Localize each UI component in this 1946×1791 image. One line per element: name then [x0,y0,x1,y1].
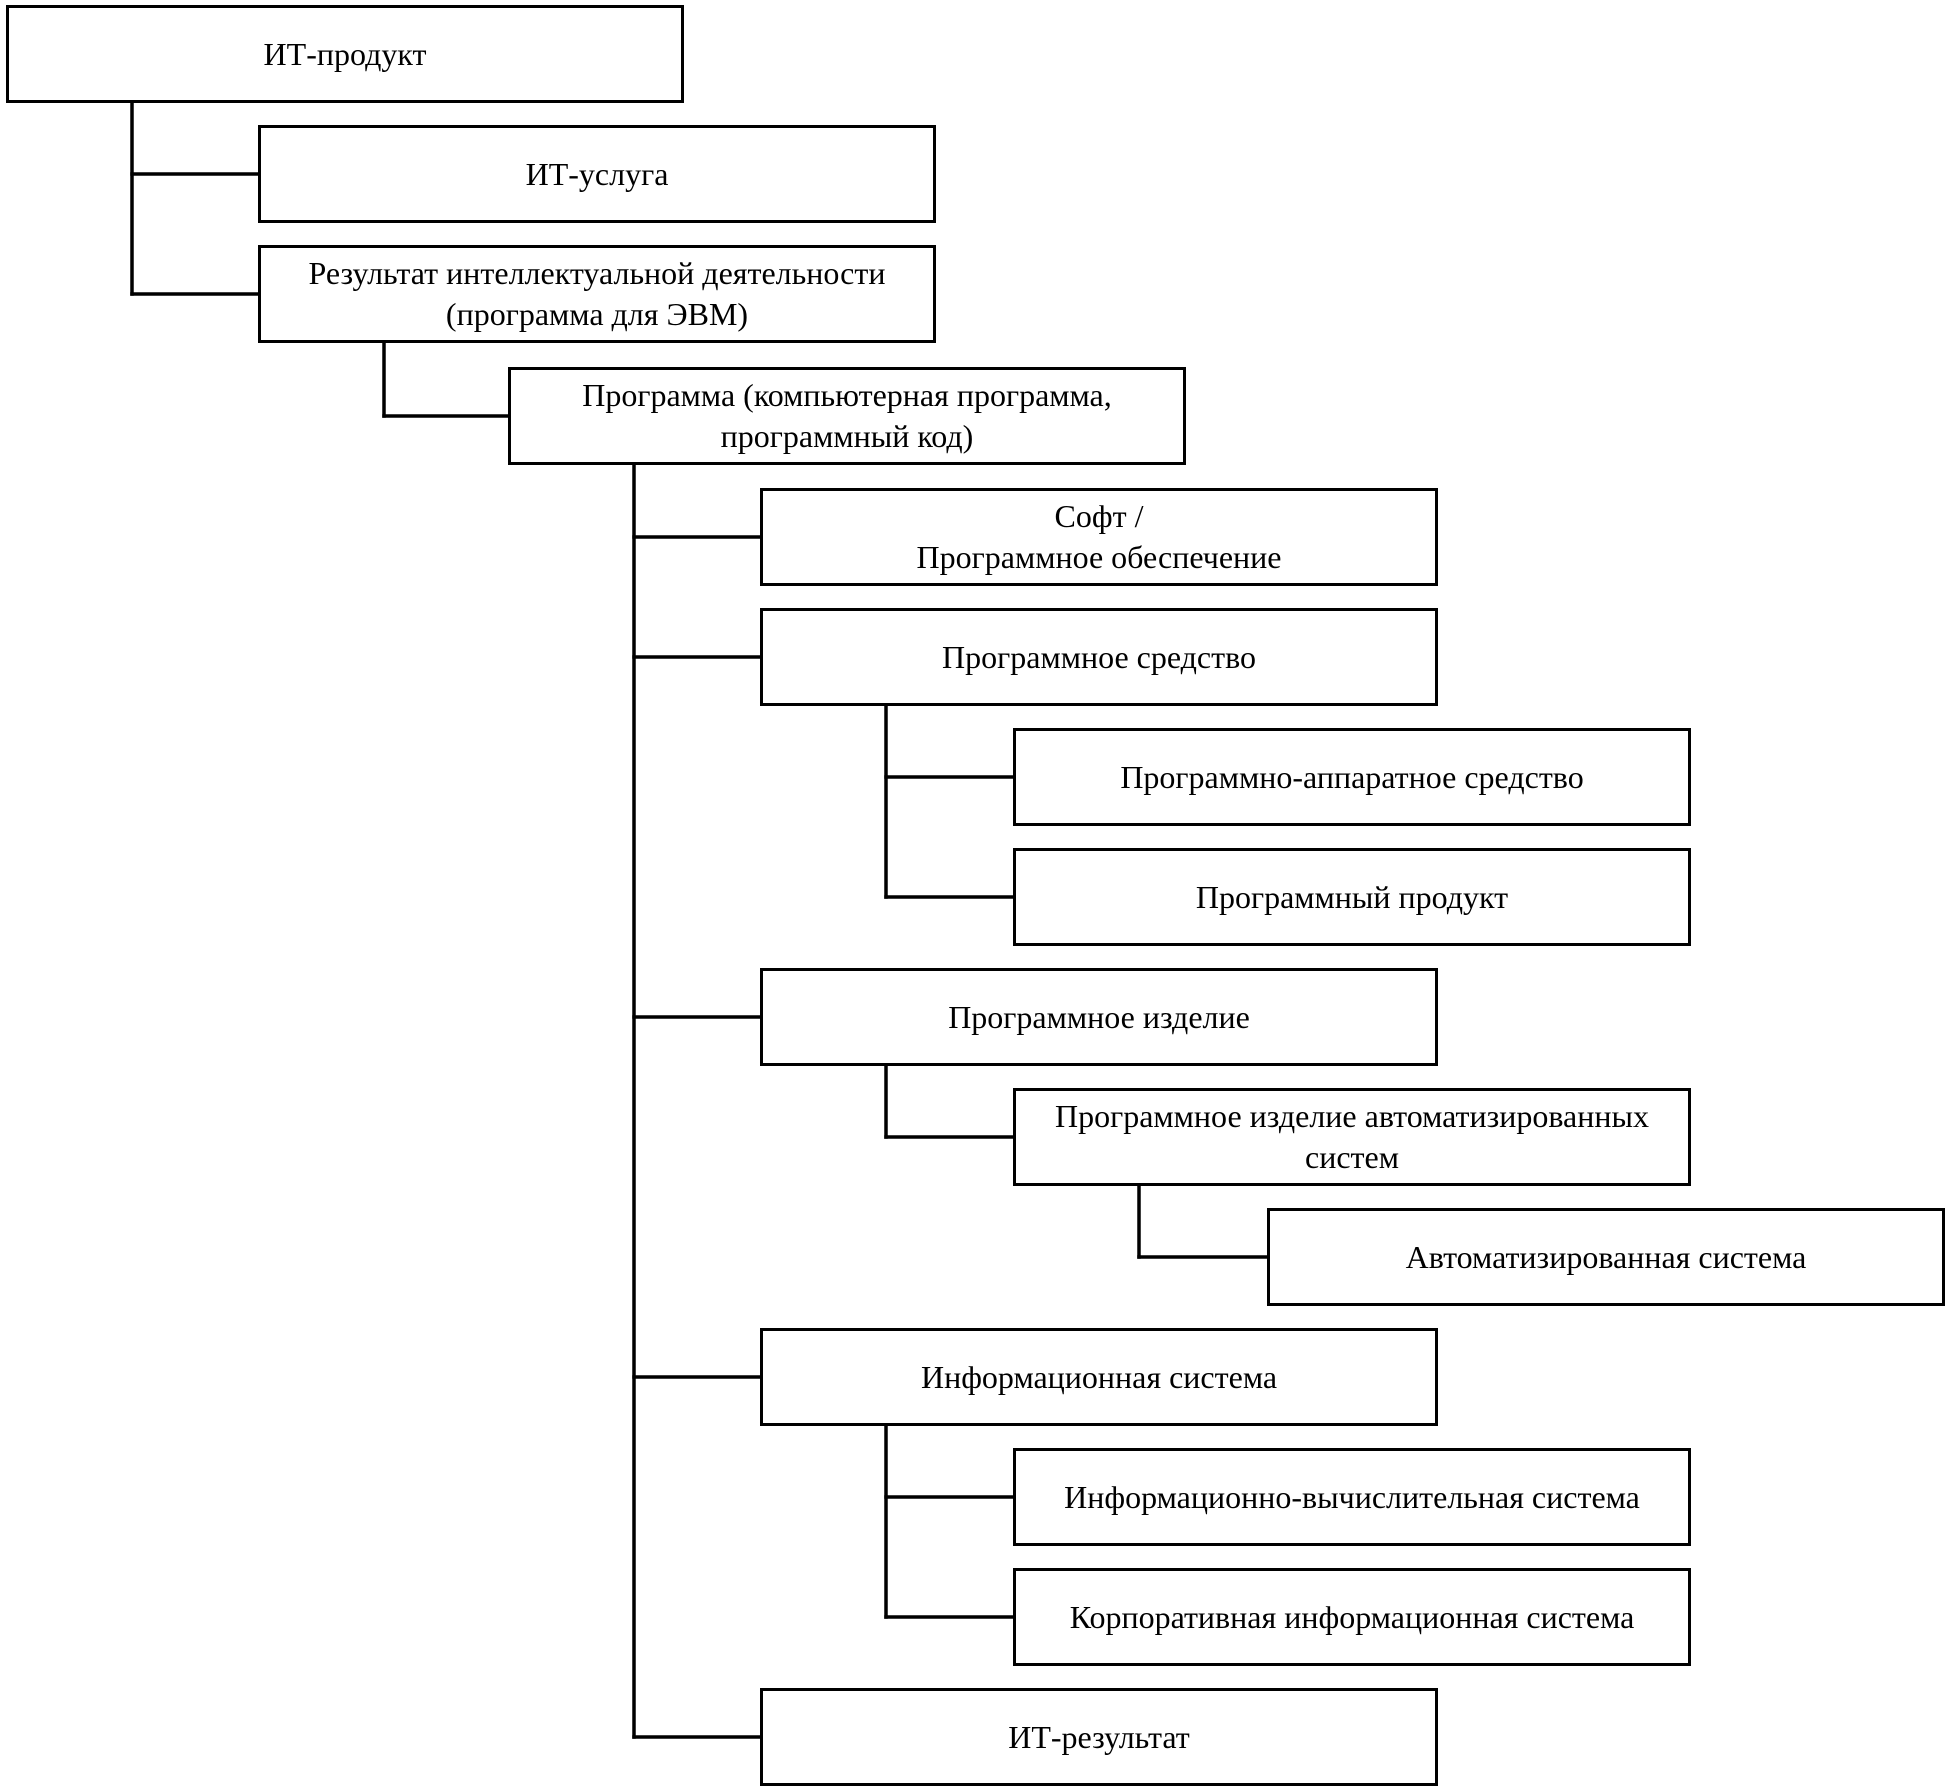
node-label-program: Программа (компьютерная программа, прогр… [582,377,1112,454]
node-software-item: Программное изделие [760,968,1438,1066]
node-it-service: ИТ-услуга [258,125,936,223]
node-label-ip-result: Результат интеллектуальной деятельности … [308,255,886,332]
node-program: Программа (компьютерная программа, прогр… [508,367,1186,465]
node-label-computing-system: Информационно-вычислительная система [1064,1478,1640,1515]
node-label-automated-system: Автоматизированная система [1405,1238,1807,1275]
node-it-product: ИТ-продукт [6,5,684,103]
node-label-it-service: ИТ-услуга [525,155,669,192]
node-computing-system: Информационно-вычислительная система [1013,1448,1691,1546]
node-ip-result: Результат интеллектуальной деятельности … [258,245,936,343]
node-label-software: Софт / Программное обеспечение [916,498,1282,575]
node-label-software-tool: Программное средство [942,638,1256,675]
node-corporate-system: Корпоративная информационная система [1013,1568,1691,1666]
node-it-result: ИТ-результат [760,1688,1438,1786]
node-automated-system: Автоматизированная система [1267,1208,1945,1306]
node-firmware-tool: Программно-аппаратное средство [1013,728,1691,826]
node-label-firmware-tool: Программно-аппаратное средство [1120,758,1584,795]
node-software: Софт / Программное обеспечение [760,488,1438,586]
node-information-system: Информационная система [760,1328,1438,1426]
node-label-software-product: Программный продукт [1195,878,1509,915]
node-label-software-item: Программное изделие [948,998,1250,1035]
node-label-automated-systems-item: Программное изделие автоматизированных с… [1054,1098,1649,1175]
node-software-product: Программный продукт [1013,848,1691,946]
node-label-it-result: ИТ-результат [1008,1718,1190,1755]
node-automated-systems-item: Программное изделие автоматизированных с… [1013,1088,1691,1186]
node-label-information-system: Информационная система [920,1358,1278,1395]
node-software-tool: Программное средство [760,608,1438,706]
node-label-it-product: ИТ-продукт [263,35,427,72]
node-label-corporate-system: Корпоративная информационная система [1069,1598,1635,1635]
